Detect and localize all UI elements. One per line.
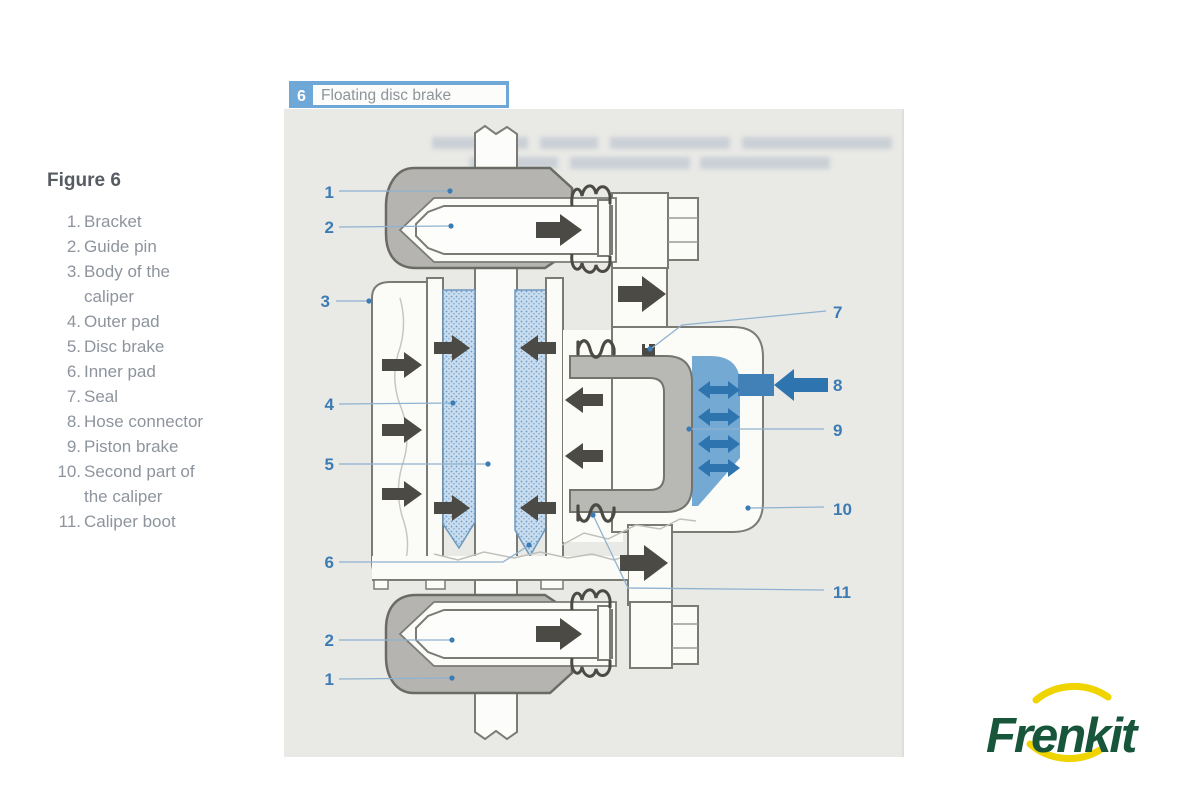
legend-item-second-part: 10.Second part of the caliper <box>57 462 195 506</box>
callout-labels: 1 2 3 4 5 6 2 1 7 8 9 10 11 <box>321 183 852 689</box>
callout-1-top: 1 <box>325 183 334 202</box>
force-arrow <box>618 276 666 312</box>
header-title: Floating disc brake <box>321 87 451 104</box>
callout-2-bottom: 2 <box>325 631 334 650</box>
callout-3: 3 <box>321 292 330 311</box>
casting-jagged-under-piston <box>561 518 697 546</box>
legend-item-disc: 5.Disc brake <box>66 337 165 356</box>
callout-9: 9 <box>833 421 842 440</box>
bracket-top <box>384 166 617 274</box>
legend-item-guide-pin: 2.Guide pin <box>66 237 157 256</box>
force-arrow <box>434 335 470 361</box>
pressure-arrow <box>698 381 740 399</box>
caliper-boot-top <box>576 339 616 359</box>
callout-11: 11 <box>833 583 851 602</box>
force-arrow <box>536 214 582 246</box>
pressure-arrow <box>698 459 740 477</box>
pressure-arrow <box>698 408 740 426</box>
figure-legend: Figure 6 1.Bracket 2.Guide pin 3.Body of… <box>47 170 247 534</box>
force-arrow <box>565 387 603 413</box>
outer-pad-shape <box>442 289 476 550</box>
caliper-boot-bottom <box>576 503 616 523</box>
callout-2-top: 2 <box>325 218 334 237</box>
leader-dots <box>366 188 751 681</box>
header-title-box <box>313 85 506 105</box>
legend-item-body: 3.Body of the caliper <box>66 262 171 306</box>
legend-item-bracket: 1.Bracket <box>66 212 142 231</box>
outer-backing-plate <box>426 277 444 561</box>
legend-item-inner-pad: 6.Inner pad <box>66 362 156 381</box>
force-arrow <box>620 545 668 581</box>
bolt-top <box>667 197 699 261</box>
figure-title: Figure 6 <box>47 170 121 191</box>
pressure-arrows <box>698 369 828 477</box>
inner-backing-plate <box>545 277 564 561</box>
pin-flange-bottom <box>597 605 611 661</box>
logo-wordmark: Frenkit <box>986 709 1139 763</box>
mount-block-top <box>611 192 669 269</box>
inner-pad-shape <box>514 289 547 558</box>
force-arrow <box>520 495 556 521</box>
legend-list: 1.Bracket 2.Guide pin 3.Body of the cali… <box>47 209 247 534</box>
guide-pin-top <box>415 205 613 255</box>
leader-lines <box>336 190 827 680</box>
force-arrow <box>565 443 603 469</box>
callout-8: 8 <box>833 376 842 395</box>
force-arrow <box>520 335 556 361</box>
legend-item-piston: 9.Piston brake <box>66 437 179 456</box>
force-arrow <box>382 481 422 507</box>
force-arrow <box>434 495 470 521</box>
bracket-bottom <box>384 588 617 695</box>
casting-jagged-band <box>433 551 627 561</box>
mount-block-bottom <box>629 601 673 669</box>
logo-arc-top <box>1032 682 1112 704</box>
hose-inlet-arrow <box>774 369 828 401</box>
pin-bellows-bottom <box>570 588 612 678</box>
piston-shape <box>569 355 693 513</box>
pin-flange-top <box>597 199 611 257</box>
frenkit-logo: Frenkit <box>986 682 1141 763</box>
guide-pin-bottom <box>415 609 613 659</box>
callout-7: 7 <box>833 303 842 322</box>
callout-4: 4 <box>325 395 335 414</box>
force-arrow <box>536 618 582 650</box>
diagram-header: 6 Floating disc brake <box>289 81 509 108</box>
legend-item-seal: 7.Seal <box>66 387 119 406</box>
force-arrow <box>382 417 422 443</box>
force-arrow <box>382 352 422 378</box>
disc-brake-shape <box>474 124 518 741</box>
logo-arc-bottom <box>1026 740 1104 763</box>
brake-diagram: 1 2 3 4 5 6 2 1 7 8 9 10 11 6 Floating d… <box>284 81 904 757</box>
bolt-bottom <box>671 605 699 665</box>
force-arrows <box>382 214 668 650</box>
callout-10: 10 <box>833 500 852 519</box>
header-number: 6 <box>297 88 306 105</box>
callout-6: 6 <box>325 553 334 572</box>
pin-bellows-top <box>570 184 612 274</box>
caliper-bottom-band <box>372 556 628 580</box>
callout-1-bottom: 1 <box>325 670 334 689</box>
legend-item-boot: 11.Caliper boot <box>58 512 176 531</box>
legend-item-hose: 8.Hose connector <box>66 412 204 431</box>
callout-5: 5 <box>325 455 334 474</box>
legend-item-outer-pad: 4.Outer pad <box>66 312 160 331</box>
hose-channel <box>738 374 774 396</box>
pad-lugs <box>373 579 564 590</box>
scan-right-edge <box>902 109 904 757</box>
pressure-arrow <box>698 435 740 453</box>
